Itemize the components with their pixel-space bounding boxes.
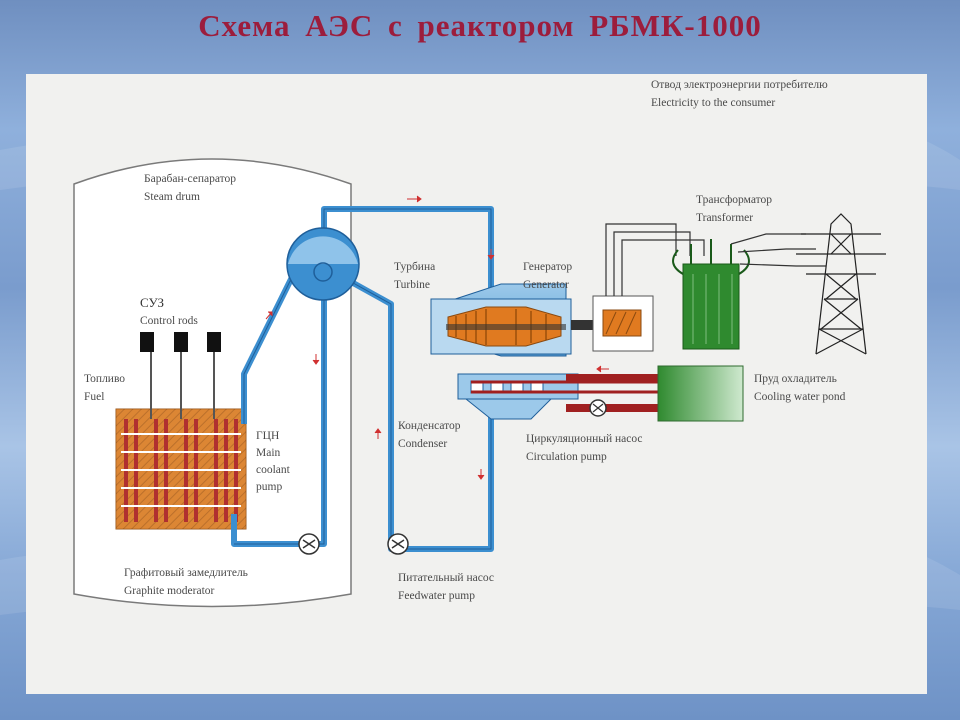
generator-label-en: Generator xyxy=(523,279,569,291)
fuel-label-en: Fuel xyxy=(84,391,104,403)
transmission-tower xyxy=(796,213,886,355)
circulation-pump-label-en: Circulation pump xyxy=(526,451,607,463)
feedwater-pump-label-en: Feedwater pump xyxy=(398,590,475,602)
circulation-pump-label-ru: Циркуляционный насос xyxy=(526,433,643,445)
transformer-label-en: Transformer xyxy=(696,212,753,224)
control-rods xyxy=(140,332,221,419)
mcp-label-ru: ГЦН xyxy=(256,430,279,442)
turbine-label-ru: Турбина xyxy=(394,261,435,273)
electricity-label-en: Electricity to the consumer xyxy=(651,97,775,109)
steam-drum xyxy=(286,227,360,301)
generator xyxy=(571,223,705,352)
electricity-label-ru: Отвод электроэнергии потребителю xyxy=(651,79,828,91)
steam-drum-label-en: Steam drum xyxy=(144,191,200,203)
feedwater-pump-label-ru: Питательный насос xyxy=(398,572,494,584)
cooling-pond xyxy=(657,365,744,422)
cooling-pond-label-ru: Пруд охладитель xyxy=(754,373,837,385)
transformer xyxy=(672,233,826,350)
moderator-label-en: Graphite moderator xyxy=(124,585,215,597)
condenser-label-en: Condenser xyxy=(398,438,447,450)
reactor-core xyxy=(115,408,247,530)
diagram-panel: Отвод электроэнергии потребителю Electri… xyxy=(26,74,927,694)
moderator-label-ru: Графитовый замедлитель xyxy=(124,567,248,579)
generator-label-ru: Генератор xyxy=(523,261,572,273)
control-rods-label-en: Control rods xyxy=(140,315,198,327)
mcp-label-en-3: pump xyxy=(256,481,282,493)
fuel-label-ru: Топливо xyxy=(84,373,125,385)
control-rods-label-ru: СУЗ xyxy=(140,295,164,310)
turbine xyxy=(430,283,572,357)
main-coolant-pump xyxy=(298,533,320,555)
transformer-label-ru: Трансформатор xyxy=(696,194,772,206)
rbmk-diagram: Отвод электроэнергии потребителю Electri… xyxy=(73,79,886,608)
mcp-label-en-1: Main xyxy=(256,447,281,459)
condenser-label-ru: Конденсатор xyxy=(398,420,461,432)
steam-drum-label-ru: Барабан-сепаратор xyxy=(144,173,236,185)
turbine-label-en: Turbine xyxy=(394,279,430,291)
slide-title: Схема АЭС с реактором РБМК-1000 xyxy=(198,8,762,43)
mcp-label-en-2: coolant xyxy=(256,464,291,476)
circulation-loop xyxy=(566,374,666,417)
feedwater-pump xyxy=(387,533,409,555)
cooling-pond-label-en: Cooling water pond xyxy=(754,391,846,403)
